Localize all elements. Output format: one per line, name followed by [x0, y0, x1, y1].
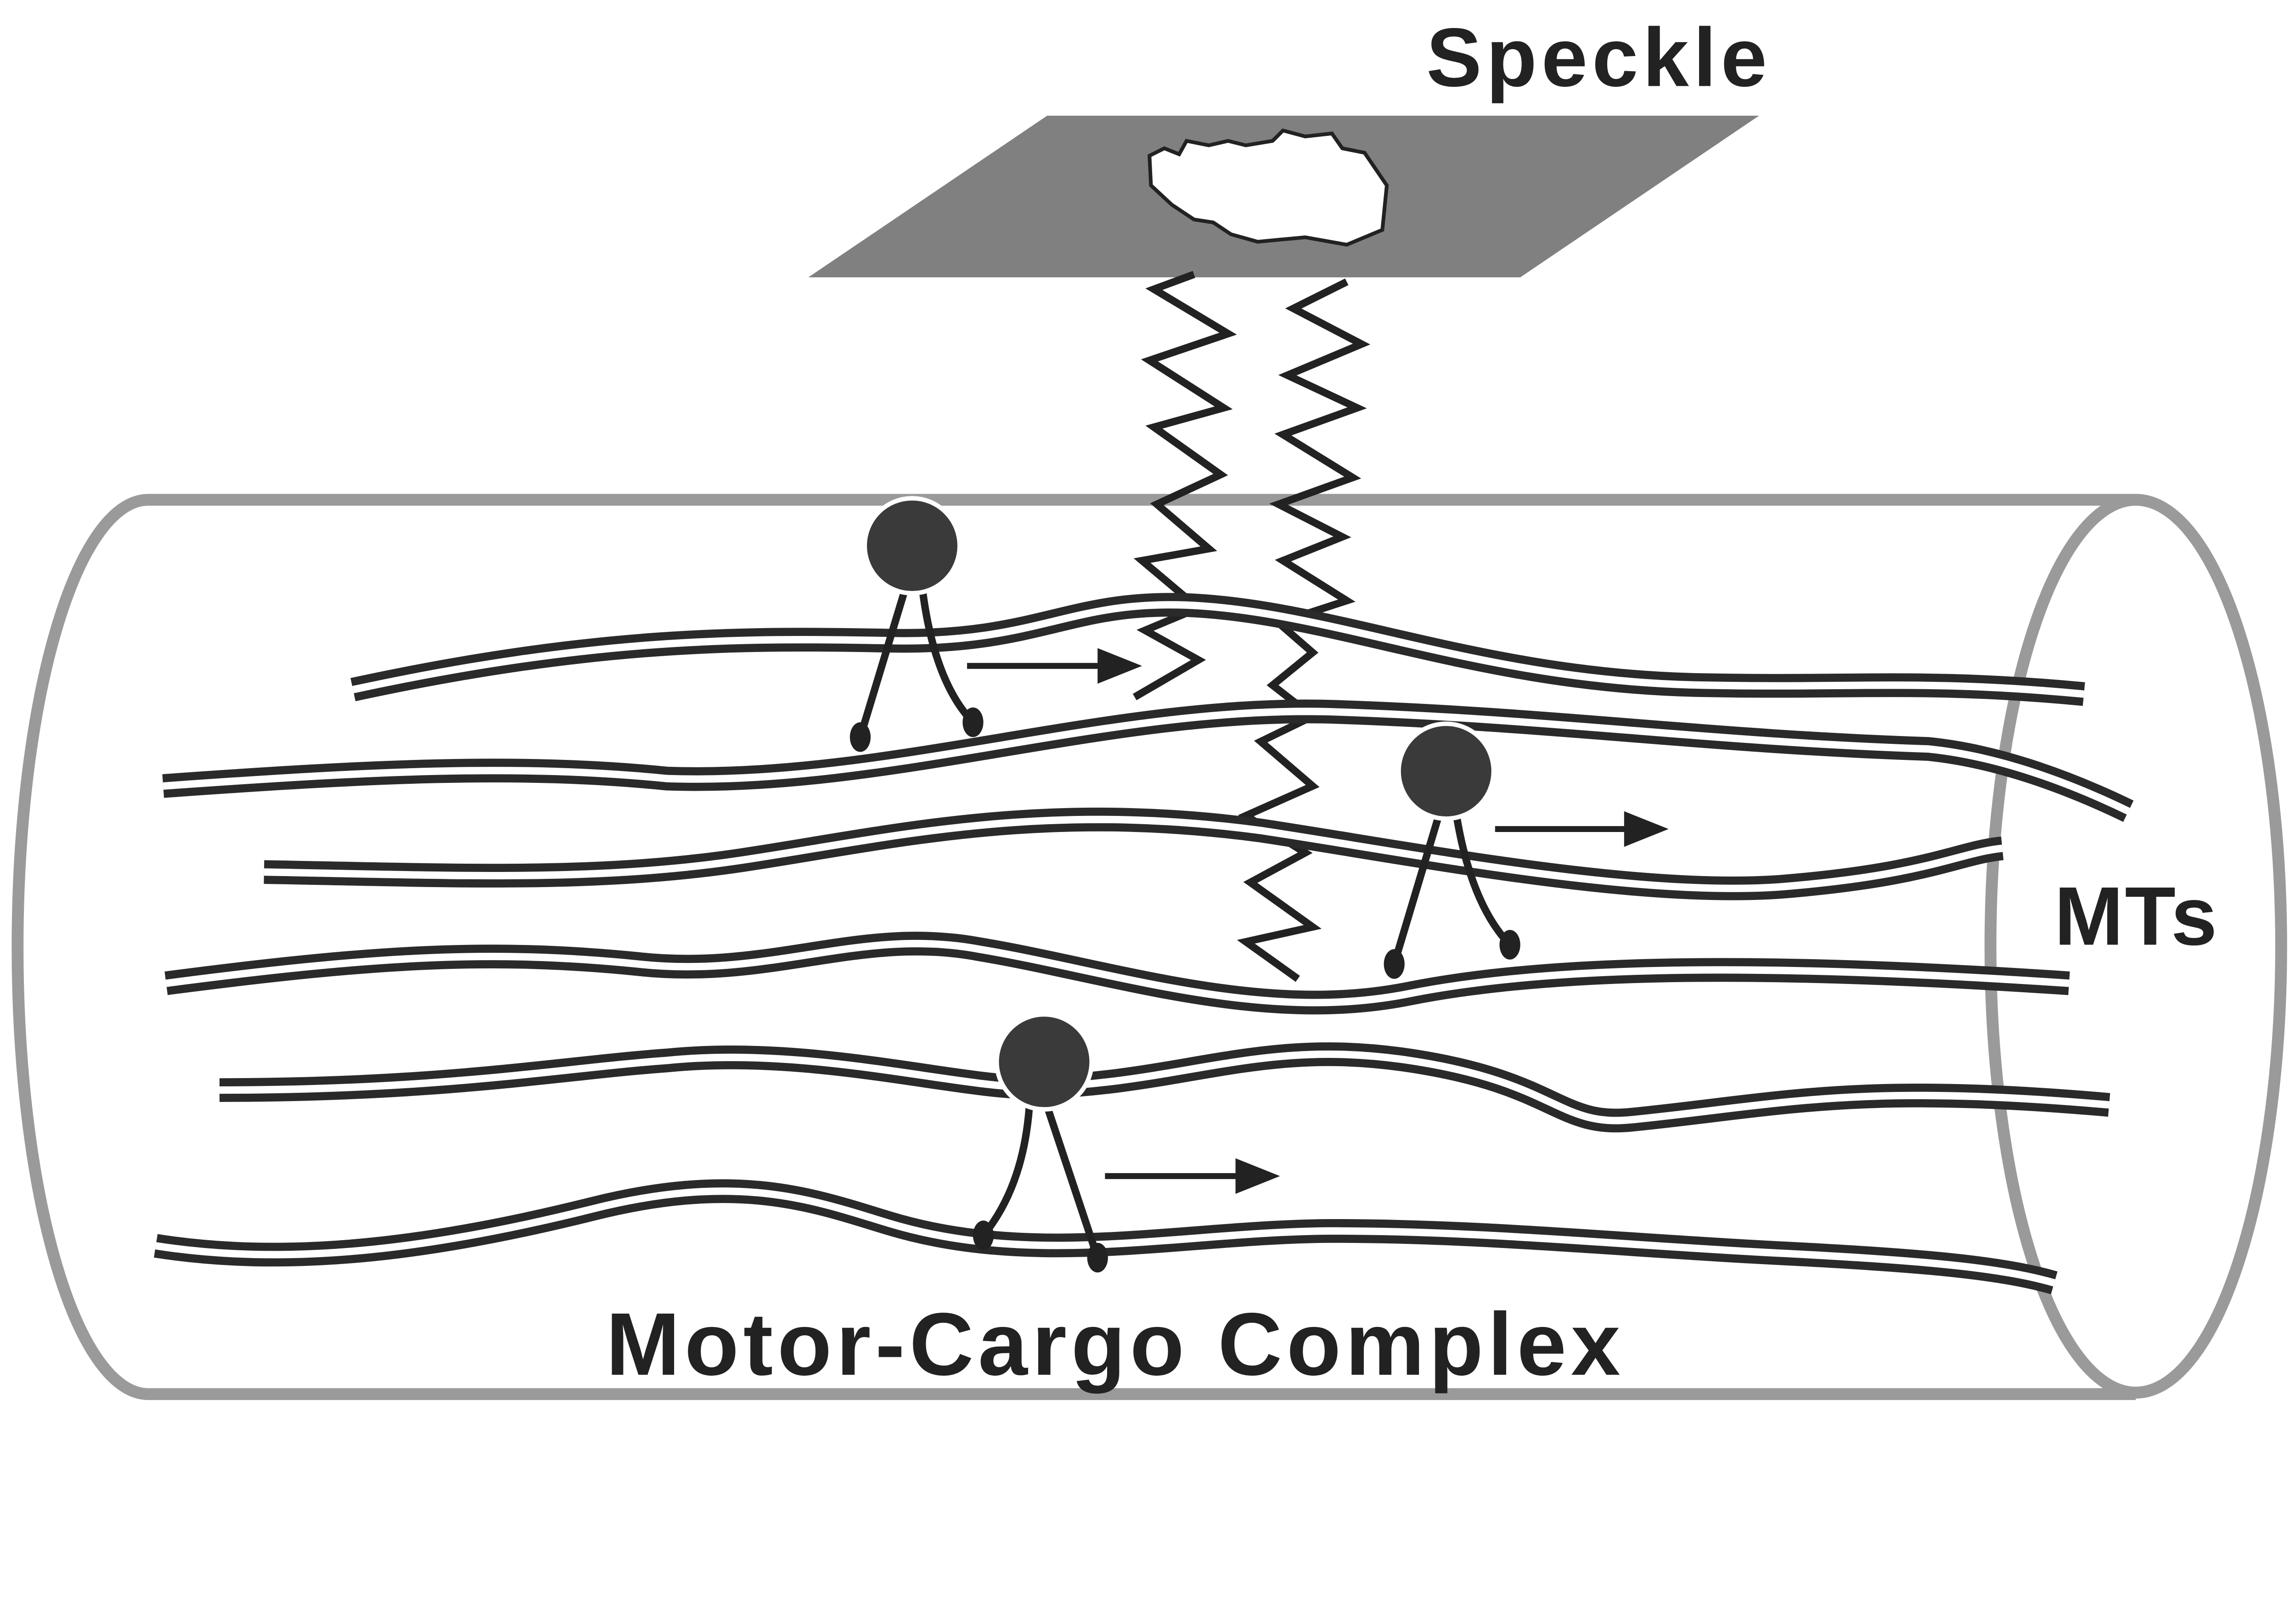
speckle-diagram: Speckle MTs Motor-Cargo Complex [11, 11, 2287, 1400]
mts-label: MTs [2054, 870, 2219, 962]
microtubule [350, 593, 2085, 706]
motor-cargo-label: Motor-Cargo Complex [606, 1295, 1625, 1394]
microtubule [154, 1179, 2058, 1294]
spring-left [1132, 270, 1237, 701]
speckle-blob [1148, 128, 1389, 247]
axon-cylinder [11, 494, 2287, 1400]
microtubule [162, 699, 2134, 822]
motor-cargo-complex [973, 1012, 1108, 1273]
speckle-label: Speckle [1426, 11, 1772, 104]
microtubule [219, 1042, 2110, 1133]
motor-cargo-complex [1384, 721, 1520, 979]
direction-arrow [1495, 811, 1669, 847]
direction-arrow [1105, 1158, 1280, 1194]
microtubule [164, 932, 2070, 1015]
motor-cargo-complex [850, 496, 984, 752]
direction-arrow [967, 648, 1142, 684]
microtubule [264, 807, 2004, 900]
microtubules [154, 593, 2134, 1294]
